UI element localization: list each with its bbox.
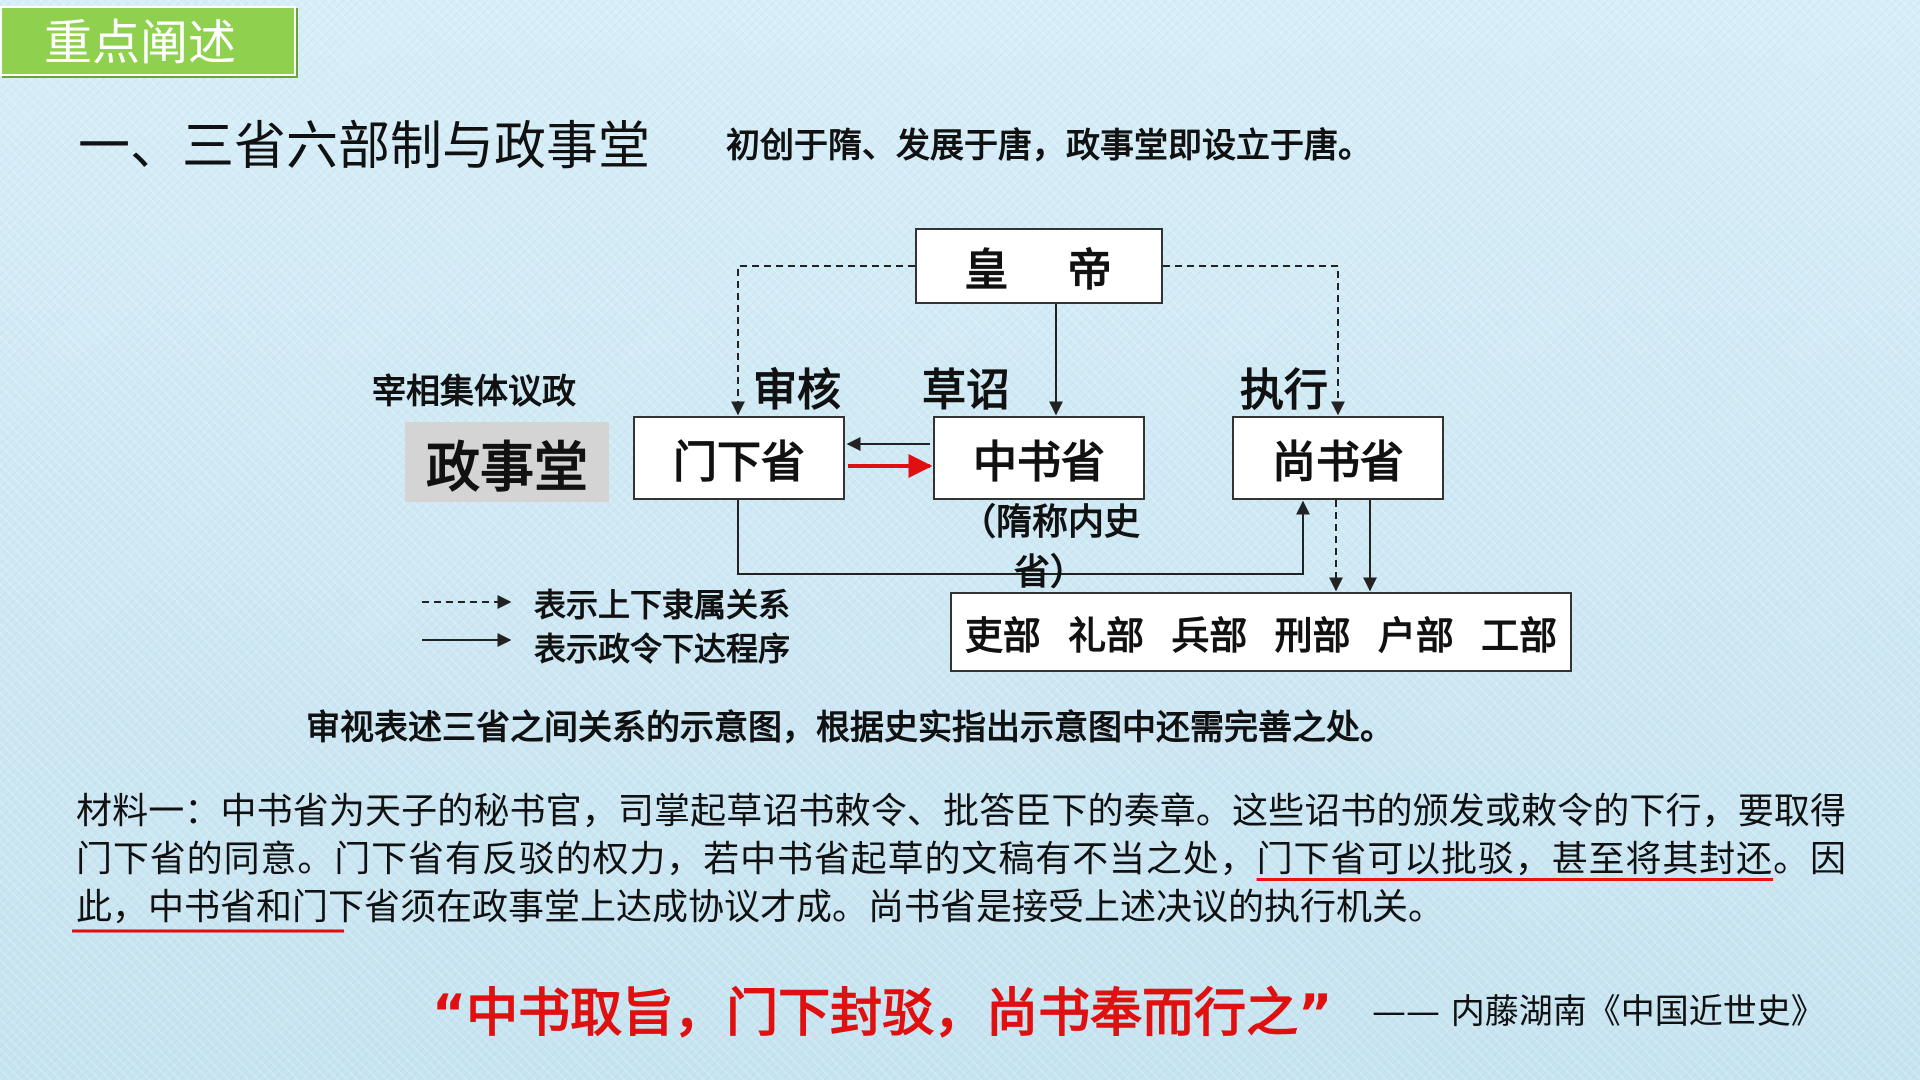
node-emperor: 皇 帝 — [915, 228, 1163, 304]
question-text: 审视表述三省之间关系的示意图，根据史实指出示意图中还需完善之处。 — [306, 708, 1394, 748]
edge-menxia-shangshu — [737, 500, 1310, 575]
edge-label-execute: 执行 — [1240, 365, 1328, 416]
material-part2: 。因此，中书省和门下省须在政事堂上达成协议才成。尚书省是接受上述决议的执行机关。 — [76, 839, 1846, 928]
quote-text: “中书取旨，门下封驳，尚书奉而行之” — [432, 984, 1333, 1044]
node-shangshu: 尚书省 — [1232, 416, 1444, 500]
node-zhengshitang: 政事堂 — [405, 422, 609, 502]
zhengshitang-label: 宰相集体议政 — [372, 372, 576, 412]
edge-emperor-shangshu — [1163, 265, 1345, 416]
edge-label-review: 审核 — [753, 365, 841, 416]
node-menxia: 门下省 — [633, 416, 845, 500]
material-underlined: 门下省可以批驳，甚至将其封还 — [1256, 839, 1774, 880]
quote-author: —— 内藤湖南《中国近世史》 — [1372, 992, 1825, 1032]
material-paragraph: 材料一：中书省为天子的秘书官，司掌起草诏书敕令、批答臣下的奏章。这些诏书的颁发或… — [76, 788, 1846, 932]
material-part1: 材料一：中书省为天子的秘书官，司掌起草诏书敕令、批答臣下的奏章。这些诏书的颁发或… — [76, 791, 1846, 880]
node-zhongshu: 中书省 — [933, 416, 1145, 500]
page-subtitle: 初创于隋、发展于唐，政事堂即设立于唐。 — [726, 126, 1372, 166]
zhongshu-note: （隋称内史省） — [959, 502, 1140, 593]
node-six-departments: 吏部 礼部 兵部 刑部 户部 工部 — [950, 592, 1572, 672]
legend-solid-text: 表示政令下达程序 — [534, 630, 791, 668]
page-title: 一、三省六部制与政事堂 — [78, 117, 651, 177]
section-tag: 重点阐述 — [0, 6, 296, 76]
edge-label-draft: 草诏 — [922, 365, 1010, 416]
legend-dashed-text: 表示上下隶属关系 — [534, 586, 791, 624]
